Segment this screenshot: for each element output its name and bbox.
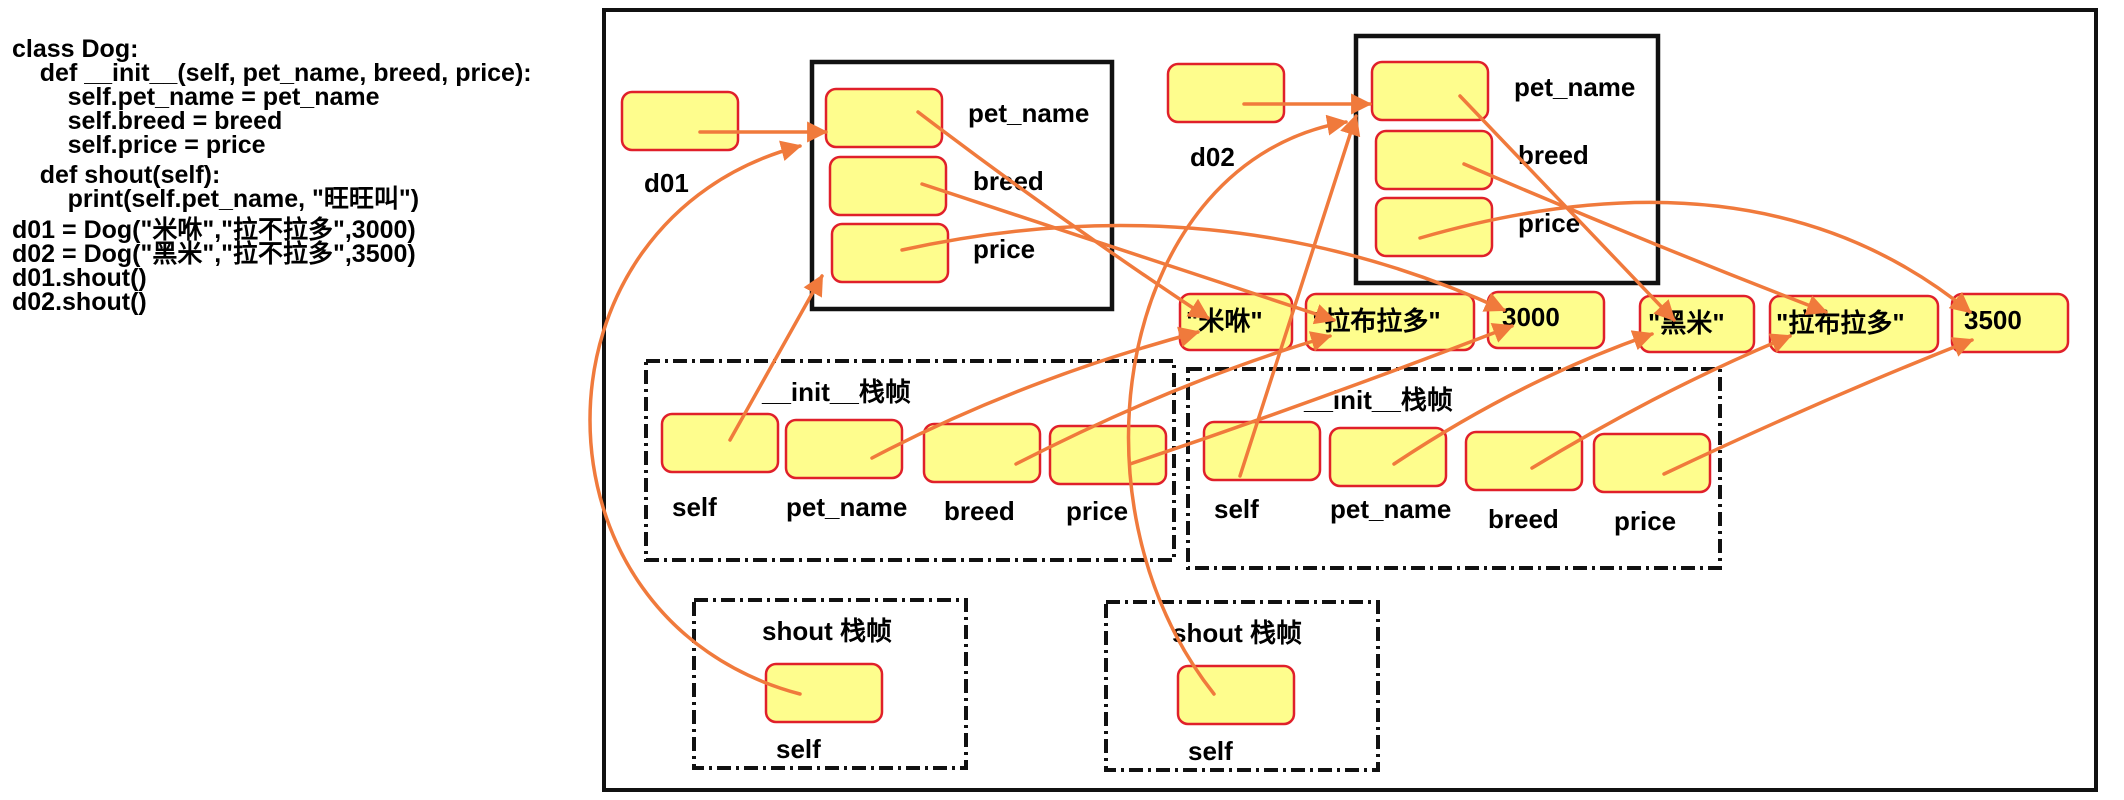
init-frame-2 xyxy=(1186,367,1722,570)
init1-price-label: price xyxy=(1066,496,1128,526)
code-line-4: self.breed = breed xyxy=(12,107,283,135)
arrow-d02-price-to-value xyxy=(1418,200,1972,314)
code-line-7: print(self.pet_name, "旺旺叫") xyxy=(12,185,420,213)
d01-pet-name-cell xyxy=(824,87,944,149)
d02-breed-label: breed xyxy=(1518,140,1589,170)
arrow-d01-breed-to-value xyxy=(920,182,1336,325)
d01-pet-name-label: pet_name xyxy=(968,98,1089,128)
arrow-init2-self-to-d02 xyxy=(1238,114,1361,478)
init1-pet-name-cell xyxy=(784,418,904,480)
code-line-3: self.pet_name = pet_name xyxy=(12,83,380,111)
init2-self-cell xyxy=(1202,420,1322,482)
init-frame-1-title: __init__栈帧 xyxy=(761,377,911,407)
arrow-init1-breed-to-value xyxy=(1014,331,1333,466)
code-line-8: d01 = Dog("米咻","拉不拉多",3000) xyxy=(12,216,416,244)
shout1-self-label: self xyxy=(776,734,821,764)
code-line-10: d01.shout() xyxy=(12,264,147,292)
value-cell-3000 xyxy=(1486,290,1606,350)
shout2-self-label: self xyxy=(1188,736,1233,766)
arrow-init2-breed-to-value xyxy=(1530,333,1792,470)
arrow-d02-breed-to-value xyxy=(1462,162,1828,315)
d01-var-cell xyxy=(620,90,740,152)
d01-breed-cell xyxy=(828,155,948,217)
code-line-1: class Dog: xyxy=(12,35,139,63)
memory-outer-box xyxy=(602,8,2098,792)
init2-pet-name-cell xyxy=(1328,426,1448,488)
init2-self-label: self xyxy=(1214,494,1259,524)
d02-var-cell xyxy=(1166,62,1286,124)
arrow-d02-name-to-value xyxy=(1458,94,1676,322)
code-line-6: def shout(self): xyxy=(12,161,221,189)
init2-pet-name-label: pet_name xyxy=(1330,494,1451,524)
value-cell-breed-1 xyxy=(1304,292,1476,352)
arrow-d01-name-to-value xyxy=(916,110,1210,320)
shout-frame-1 xyxy=(692,598,968,770)
shout2-self-cell xyxy=(1176,664,1296,726)
value-text-heimi: "黑米" xyxy=(1648,308,1725,338)
code-line-2: def __init__(self, pet_name, breed, pric… xyxy=(12,59,532,87)
d01-var-label: d01 xyxy=(644,168,689,198)
init2-price-label: price xyxy=(1614,506,1676,536)
d02-price-cell xyxy=(1374,196,1494,258)
shout-frame-1-title: shout 栈帧 xyxy=(762,616,892,646)
init-frame-2-title: __init__栈帧 xyxy=(1303,385,1453,415)
code-line-9: d02 = Dog("黑米","拉不拉多",3500) xyxy=(12,240,416,268)
value-text-3500: 3500 xyxy=(1964,305,2022,335)
arrow-init1-name-to-value xyxy=(870,326,1201,460)
d02-breed-cell xyxy=(1374,129,1494,191)
init1-pet-name-label: pet_name xyxy=(786,492,907,522)
d01-price-label: price xyxy=(973,234,1035,264)
arrow-d01-price-to-value xyxy=(900,223,1506,312)
shout-frame-2-title: shout 栈帧 xyxy=(1172,618,1302,648)
init1-self-cell xyxy=(660,412,780,474)
init1-breed-cell xyxy=(922,422,1042,484)
shout-frame-2 xyxy=(1104,600,1380,772)
arrow-shout2-self-to-d02 xyxy=(1126,114,1349,696)
value-text-breed-1: "拉布拉多" xyxy=(1312,306,1441,336)
d02-pet-name-label: pet_name xyxy=(1514,72,1635,102)
init1-self-label: self xyxy=(672,492,717,522)
arrow-init2-price-to-value xyxy=(1662,337,1974,476)
arrow-init1-price-to-value xyxy=(1128,322,1514,466)
init2-price-cell xyxy=(1592,432,1712,494)
value-text-breed-2: "拉布拉多" xyxy=(1776,308,1905,338)
arrow-init2-name-to-value xyxy=(1392,330,1654,466)
d01-price-cell xyxy=(830,222,950,284)
d02-object-box xyxy=(1353,33,1661,286)
init1-breed-label: breed xyxy=(944,496,1015,526)
init-frame-1 xyxy=(644,359,1176,562)
init2-breed-label: breed xyxy=(1488,504,1559,534)
value-cell-3500 xyxy=(1950,292,2070,354)
init1-price-cell xyxy=(1048,424,1168,486)
d02-pet-name-cell xyxy=(1370,60,1490,122)
d02-var-label: d02 xyxy=(1190,142,1235,172)
d01-object-box xyxy=(809,59,1115,312)
arrow-init1-self-to-d01 xyxy=(728,274,824,442)
init2-breed-cell xyxy=(1464,430,1584,492)
code-line-5: self.price = price xyxy=(12,131,266,159)
arrow-shout1-self-to-d01 xyxy=(588,140,803,696)
shout1-self-cell xyxy=(764,662,884,724)
code-line-11: d02.shout() xyxy=(12,288,147,316)
